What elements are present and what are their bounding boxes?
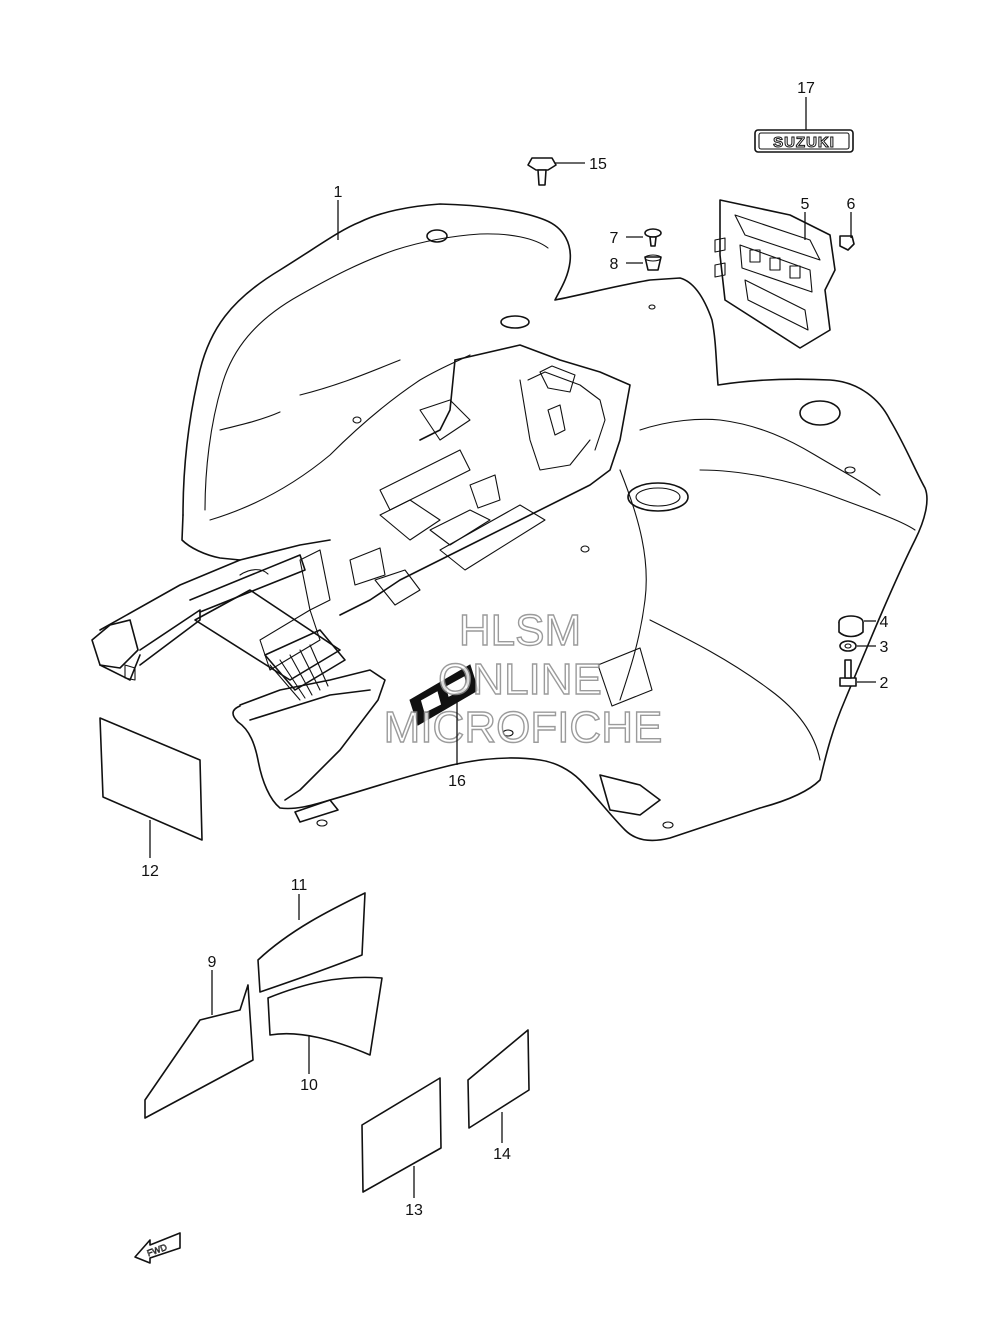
watermark-line-1: HLSM [459, 606, 581, 655]
clip-part-6 [839, 235, 855, 251]
cushion-part-4 [838, 615, 864, 638]
collar-part-8 [644, 254, 662, 271]
washer-part-3 [839, 640, 857, 652]
callout-17: 17 [797, 80, 815, 97]
watermark-line-2: ONLINE [438, 655, 602, 704]
callout-5: 5 [801, 196, 810, 213]
callout-14: 14 [493, 1146, 511, 1163]
forward-direction-arrow: FWD [134, 1232, 181, 1264]
callout-13: 13 [405, 1202, 423, 1219]
callout-15: 15 [589, 156, 607, 173]
callout-16: 16 [448, 773, 466, 790]
callout-3: 3 [880, 639, 889, 656]
callout-9: 9 [208, 954, 217, 971]
callout-6: 6 [847, 196, 856, 213]
bolt-part-2 [839, 659, 857, 687]
rear-fender-body [91, 203, 928, 842]
callout-11: 11 [291, 877, 308, 894]
suzuki-emblem-part-17: SUZUKI [754, 129, 854, 153]
decal-part-12 [99, 717, 203, 841]
watermark-line-3: MICROFICHE [384, 703, 663, 752]
decal-part-13 [361, 1077, 442, 1193]
decal-part-14 [467, 1029, 530, 1129]
callout-8: 8 [610, 256, 619, 273]
decal-part-11 [257, 892, 366, 993]
callout-7: 7 [610, 230, 619, 247]
callout-4: 4 [880, 614, 889, 631]
decal-part-9 [144, 984, 254, 1119]
callout-2: 2 [880, 675, 889, 692]
callout-10: 10 [300, 1077, 318, 1094]
watermark: HLSM ONLINE MICROFICHE [383, 605, 663, 752]
fender-badge-decal [409, 664, 479, 726]
bracket-part-5 [714, 199, 836, 349]
screw-part-7 [644, 228, 662, 247]
leader-lines [149, 97, 876, 1198]
callout-1: 1 [334, 184, 343, 201]
decal-part-10 [267, 976, 383, 1056]
callout-12: 12 [141, 863, 159, 880]
emblem-brand-text: SUZUKI [773, 134, 835, 151]
callout-numbers: 1 2 3 4 5 6 7 8 9 10 11 12 13 14 15 16 1… [141, 80, 888, 1219]
push-rivet-part-15 [527, 157, 557, 186]
